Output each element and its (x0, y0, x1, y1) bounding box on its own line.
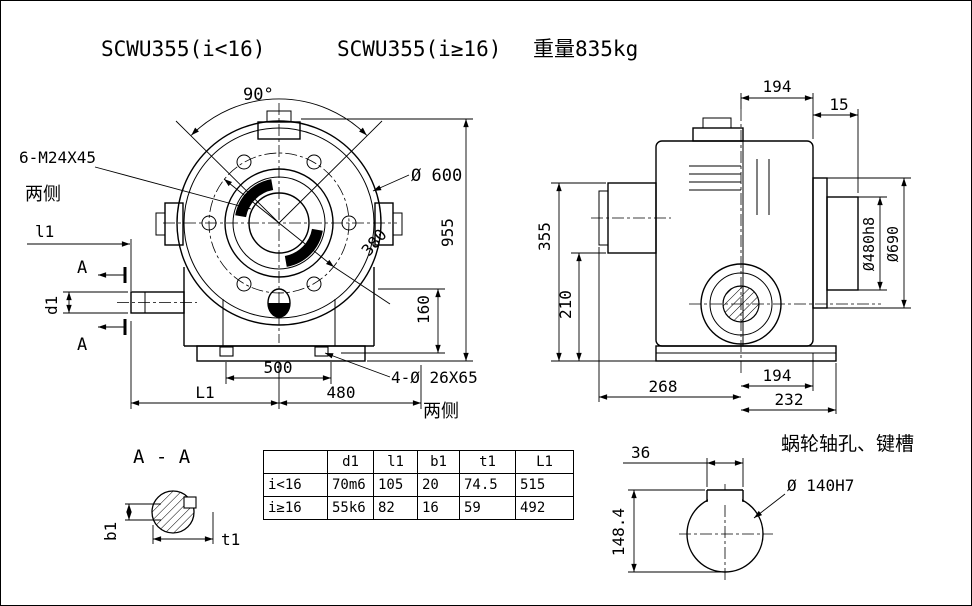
table-row-label: i<16 (263, 473, 328, 497)
dim-bore-depth: 148.4 (609, 508, 628, 556)
table-cell: 515 (515, 473, 574, 497)
table-row-label: i≥16 (263, 496, 328, 520)
dimension-table: d1 l1 b1 t1 L1 i<16 70m6 105 20 74.5 515… (263, 450, 574, 520)
front-view (117, 103, 403, 362)
side-view-dimensions: 194 15 355 210 Ø480h8 Ø690 268 194 232 (535, 77, 911, 414)
dim-total-height: 955 (438, 218, 457, 247)
spec-table: d1 l1 b1 t1 L1 i<16 70m6 105 20 74.5 515… (263, 450, 574, 520)
dim-housing-dia: Ø690 (884, 226, 902, 262)
table-cell: 16 (417, 496, 460, 520)
dim-base-height: 160 (414, 295, 433, 324)
table-header-t1: t1 (459, 450, 516, 474)
slot-spec-label: 4-Ø 26X65 (391, 368, 478, 387)
model-label-large-ratio: SCWU355(i≥16) (337, 37, 501, 61)
dim-bolt-circle: 380 (358, 225, 391, 259)
table-cell: 74.5 (459, 473, 516, 497)
dim-center-height: 355 (535, 222, 554, 251)
dim-480: 480 (327, 383, 356, 402)
front-view-dimensions: 90° 6-M24X45 两侧 Ø 600 955 380 l1 d1 A A … (19, 85, 478, 422)
table-header-d1: d1 (327, 450, 374, 474)
keyway-detail: 蜗轮轴孔、键槽 36 Ø 140H7 148.4 (609, 433, 914, 581)
keyway-detail-title: 蜗轮轴孔、键槽 (781, 433, 914, 455)
dim-outer-dia: Ø 600 (411, 166, 462, 186)
dim-base-to-axis: 210 (556, 290, 575, 319)
model-label-small-ratio: SCWU355(i<16) (101, 37, 265, 61)
dim-t1-label: t1 (221, 530, 240, 549)
section-aa-title: A - A (133, 446, 191, 468)
dim-L1-label: L1 (195, 383, 214, 402)
section-mark-bottom: A (77, 335, 87, 355)
table-row: i≥16 55k6 82 16 59 492 (263, 496, 574, 520)
table-header-row: d1 l1 b1 t1 L1 (263, 450, 574, 474)
dim-hub-offset: 15 (829, 95, 848, 114)
bolt-note-label: 两侧 (25, 184, 61, 205)
table-cell: 20 (417, 473, 460, 497)
table-cell: 55k6 (327, 496, 374, 520)
dim-d1-label: d1 (42, 296, 61, 315)
section-aa: A - A b1 t1 (101, 446, 240, 549)
weight-label: 重量835kg (533, 37, 638, 61)
dim-angle-90: 90° (243, 85, 274, 105)
dim-b1-label: b1 (101, 522, 120, 541)
table-cell: 105 (373, 473, 418, 497)
table-cell: 70m6 (327, 473, 374, 497)
title-block: SCWU355(i<16) SCWU355(i≥16) 重量835kg (101, 37, 638, 61)
table-header-L1: L1 (515, 450, 574, 474)
dim-top-width: 194 (763, 77, 792, 96)
dim-key-width: 36 (631, 443, 650, 462)
dim-bottom-mid: 194 (763, 366, 792, 385)
table-cell: 82 (373, 496, 418, 520)
table-cell: 59 (459, 496, 516, 520)
section-mark-top: A (77, 258, 87, 278)
dim-l1-label: l1 (35, 222, 54, 241)
slot-note-label: 两侧 (423, 401, 459, 422)
table-cell: 492 (515, 496, 574, 520)
dim-hub-dia: Ø480h8 (860, 217, 878, 271)
dim-foot-span: 500 (264, 358, 293, 377)
dim-bottom-right: 232 (775, 390, 804, 409)
dim-bore-dia: Ø 140H7 (787, 476, 854, 495)
table-header-b1: b1 (417, 450, 460, 474)
table-header-l1: l1 (373, 450, 418, 474)
bolt-spec-label: 6-M24X45 (19, 148, 96, 167)
table-header-blank (263, 450, 328, 474)
side-view (591, 109, 881, 373)
dim-bottom-left: 268 (649, 377, 678, 396)
table-row: i<16 70m6 105 20 74.5 515 (263, 473, 574, 497)
